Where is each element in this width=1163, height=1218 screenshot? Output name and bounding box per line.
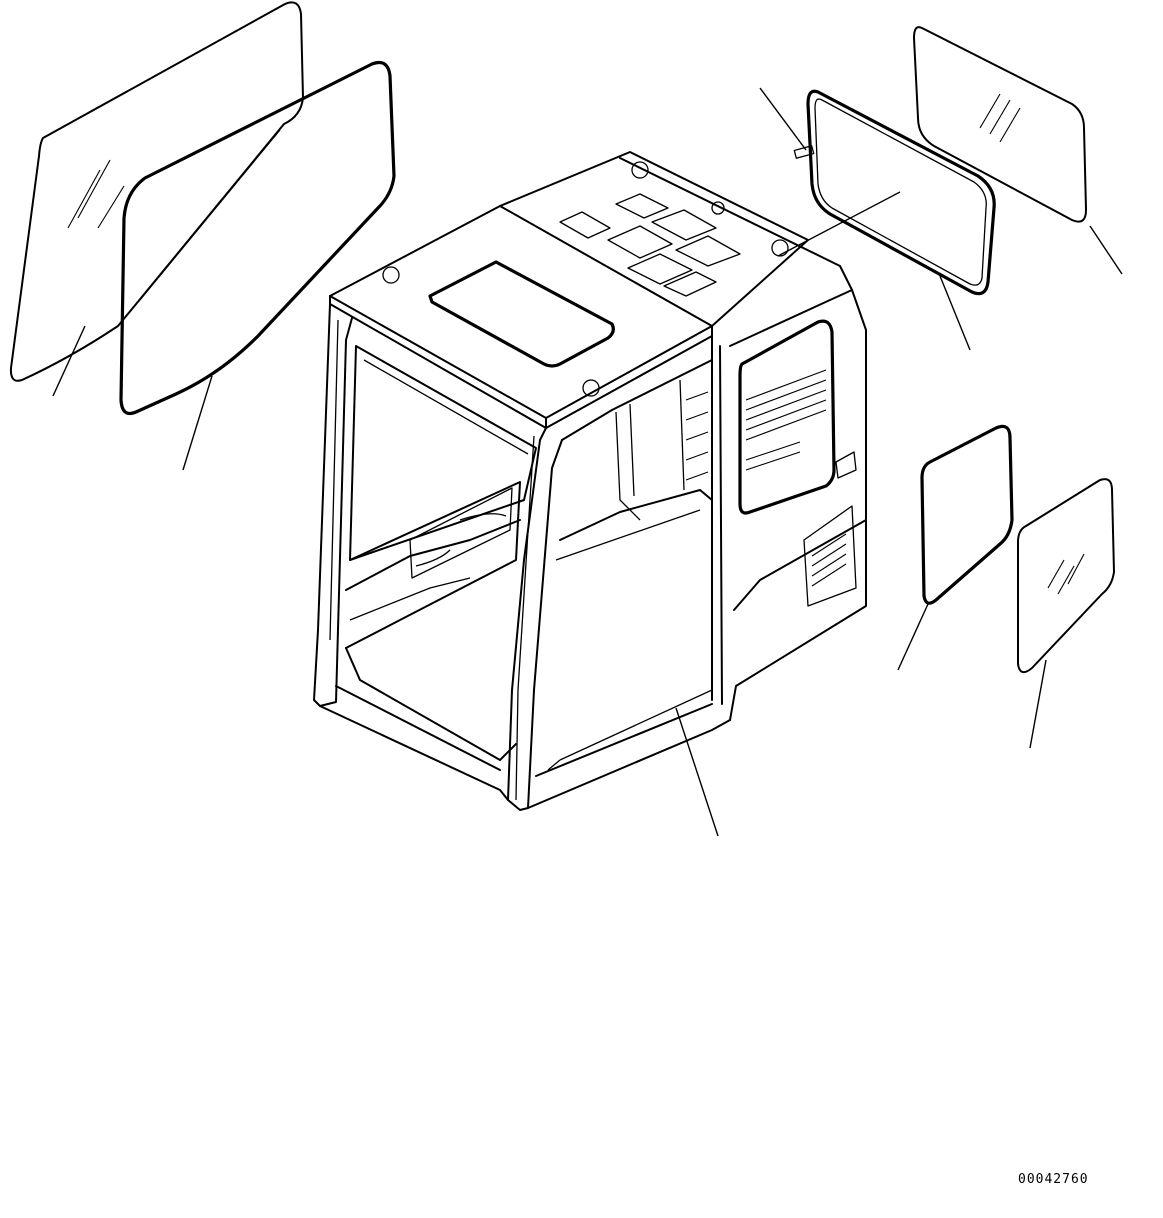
cab-frame <box>313 151 867 811</box>
rear-glass-with-seal <box>793 89 996 296</box>
leader-door-glass-outer <box>1029 659 1047 749</box>
door-lower-glass-inner <box>920 424 1014 605</box>
leader-rear-seal-clip <box>759 87 807 151</box>
left-side-glass-inner <box>119 60 396 416</box>
leader-cab-frame <box>675 707 719 837</box>
leader-left-glass-outer <box>52 325 86 397</box>
leader-door-glass-inner <box>897 603 929 671</box>
left-side-glass-outer <box>9 1 304 382</box>
leader-rear-glass-bottom <box>939 275 971 351</box>
leader-rear-glass-outer <box>1089 225 1123 275</box>
leader-rear-glass-seal <box>777 191 901 257</box>
rear-glass-outer <box>913 26 1087 223</box>
door-lower-glass-outer <box>1017 478 1115 674</box>
leader-left-glass-inner <box>182 375 213 471</box>
drawing-number: 00042760 <box>1018 1172 1089 1187</box>
